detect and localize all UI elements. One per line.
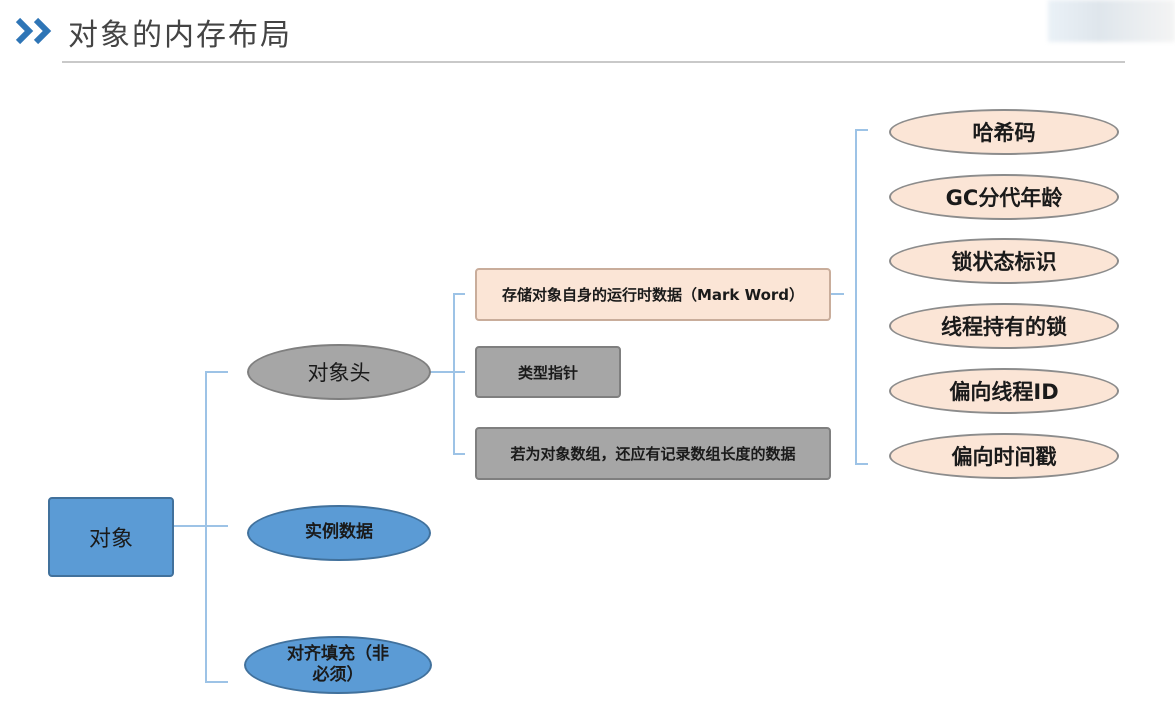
bracket-level3 [855,129,868,465]
type-pointer-node: 类型指针 [475,346,621,398]
object-header-node: 对象头 [247,344,431,400]
mark-word-item: GC分代年龄 [889,174,1119,220]
instance-data-label: 实例数据 [305,522,373,543]
page-title: 对象的内存布局 [68,18,292,53]
padding-label-line2: 必须） [312,665,364,685]
instance-data-node: 实例数据 [247,505,431,561]
mark-word-item-label: 偏向时间戳 [951,445,1057,469]
title-divider [62,61,1125,63]
mark-word-item-label: GC分代年龄 [945,186,1063,210]
mark-word-item: 偏向时间戳 [889,433,1119,479]
mark-word-item-label: 偏向线程ID [949,380,1059,404]
array-length-label: 若为对象数组，还应有记录数组长度的数据 [510,445,796,463]
padding-label-line1: 对齐填充（非 [287,643,389,664]
mark-word-item-label: 线程持有的锁 [941,315,1067,339]
mark-word-item: 线程持有的锁 [889,303,1119,349]
object-node-label: 对象 [88,527,133,552]
mark-word-item-label: 锁状态标识 [951,250,1057,274]
mark-word-item-label: 哈希码 [972,121,1036,145]
mark-word-item: 锁状态标识 [889,238,1119,284]
mark-word-label: 存储对象自身的运行时数据（Mark Word） [501,286,805,304]
padding-node: 对齐填充（非 必须） [244,636,432,694]
blurred-corner-overlay [1048,0,1175,42]
type-pointer-label: 类型指针 [517,363,578,382]
object-header-label: 对象头 [307,361,371,385]
mark-word-node: 存储对象自身的运行时数据（Mark Word） [475,268,831,321]
mark-word-item: 偏向线程ID [889,368,1119,414]
object-node: 对象 [48,497,174,577]
double-chevron-right-icon [15,17,52,45]
mark-word-item: 哈希码 [889,109,1119,155]
bracket-level2 [453,293,465,455]
array-length-node: 若为对象数组，还应有记录数组长度的数据 [475,427,831,480]
